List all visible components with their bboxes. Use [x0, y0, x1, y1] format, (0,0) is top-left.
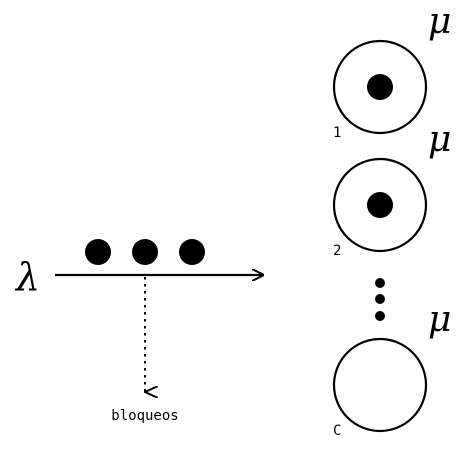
server-circle: [332, 157, 428, 253]
service-rate-label: μ: [428, 1, 451, 42]
queue-customer: [179, 239, 205, 265]
customer-in-service: [367, 74, 393, 100]
server: 2μ: [332, 119, 451, 259]
service-rate-label: μ: [428, 119, 451, 160]
queue-customers: [85, 239, 205, 265]
service-rate-label: μ: [428, 299, 451, 340]
server-circle: [332, 337, 428, 433]
server-label: 1: [333, 125, 341, 141]
server: Cμ: [332, 299, 451, 439]
queue-customer: [132, 239, 158, 265]
customer-in-service: [367, 192, 393, 218]
arrival-rate-label: λ: [14, 255, 40, 299]
server-circle: [332, 39, 428, 135]
server: 1μ: [332, 1, 451, 141]
queue-customer: [85, 239, 111, 265]
ellipsis-dots: [375, 278, 385, 321]
server-label: C: [333, 423, 341, 439]
server-label: 2: [333, 243, 341, 259]
blocked-label: bloqueos: [111, 408, 178, 424]
